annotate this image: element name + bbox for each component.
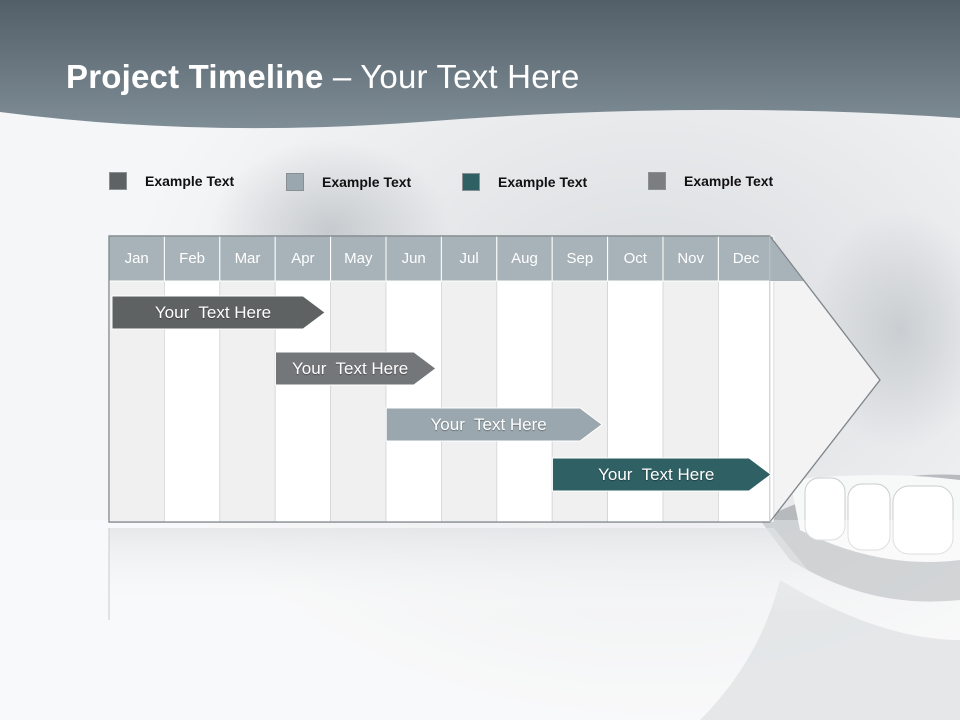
page-title: Project Timeline – Your Text Here (66, 58, 580, 96)
legend-label-3: Example Text (498, 174, 588, 190)
month-label-feb: Feb (179, 250, 206, 267)
task-arrow-3 (385, 407, 603, 442)
header-band (0, 0, 960, 129)
legend-item-3: Example Text (462, 171, 587, 193)
month-label-may: May (344, 250, 373, 267)
legend-swatch-2 (286, 173, 304, 191)
month-header-cell-apr (274, 235, 332, 282)
legend-item-4: Example Text (648, 170, 773, 192)
legend-item-1: Example Text (109, 170, 234, 192)
month-label-jun: Jun (401, 250, 426, 267)
month-header-cell-oct (607, 235, 664, 282)
month-label-jul: Jul (459, 250, 479, 267)
title-rest: – Your Text Here (323, 58, 580, 95)
month-header-cell-sep (551, 235, 609, 282)
month-label-sep: Sep (566, 250, 594, 267)
legend-swatch-3 (462, 173, 480, 191)
legend-swatch-1 (109, 172, 127, 190)
legend-item-2: Example Text (286, 171, 411, 193)
task-label-4: Your Text Here (598, 465, 715, 484)
legend-label-1: Example Text (145, 173, 235, 189)
month-header-cell-jun (385, 235, 442, 282)
month-label-oct: Oct (623, 250, 647, 267)
month-label-aug: Aug (511, 250, 538, 267)
month-header-cell-aug (496, 235, 553, 282)
task-label-2: Your Text Here (292, 359, 409, 378)
month-label-apr: Apr (291, 250, 315, 267)
task-arrow-4 (551, 457, 772, 492)
month-label-mar: Mar (234, 250, 261, 267)
legend-label-2: Example Text (322, 174, 412, 190)
month-header-cell-jul (440, 235, 498, 282)
month-label-jan: Jan (124, 250, 149, 267)
task-arrow-2 (274, 351, 437, 386)
month-column-jul (440, 280, 498, 523)
month-header-cell-nov (662, 235, 719, 282)
month-column-aug (496, 280, 553, 523)
task-label-1: Your Text Here (154, 303, 272, 322)
month-column-may (330, 280, 387, 523)
timeline-arrow-outline (108, 235, 881, 523)
month-header-cell-jan (108, 235, 165, 282)
month-header-cell-may (330, 235, 387, 282)
task-arrow-1 (111, 295, 326, 330)
month-header-cell-feb (163, 235, 221, 282)
month-column-jun (385, 280, 442, 523)
month-label-dec: Dec (732, 250, 760, 267)
legend-swatch-4 (648, 172, 666, 190)
task-label-3: Your Text Here (430, 415, 547, 434)
title-bold: Project Timeline (66, 58, 324, 95)
month-label-nov: Nov (677, 250, 705, 267)
month-header-cell-mar (219, 235, 276, 282)
legend-label-4: Example Text (684, 173, 774, 189)
timeline-reflection (109, 528, 840, 620)
